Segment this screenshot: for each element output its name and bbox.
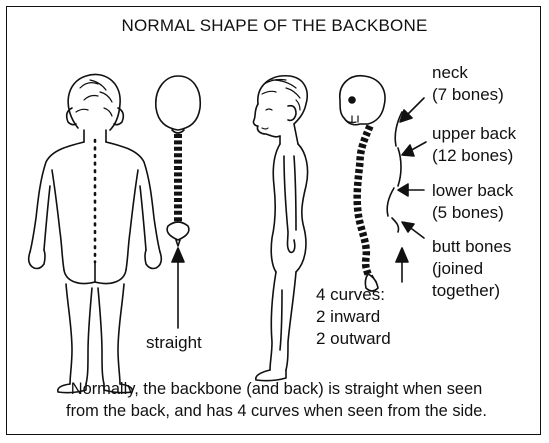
label-butt-bones-note-2: together)	[432, 280, 500, 301]
label-curves-1: 4 curves:	[316, 284, 385, 305]
label-neck: neck	[432, 62, 468, 83]
label-curves-3: 2 outward	[316, 328, 391, 349]
child-side-view	[253, 76, 307, 381]
label-butt-bones-note-1: (joined	[432, 258, 483, 279]
curve-outline	[387, 112, 402, 232]
label-neck-count: (7 bones)	[432, 84, 504, 105]
child-back-view	[29, 74, 162, 392]
label-straight: straight	[146, 332, 202, 353]
caption: Normally, the backbone (and back) is str…	[14, 378, 539, 422]
label-upper-back-count: (12 bones)	[432, 145, 513, 166]
label-upper-back: upper back	[432, 123, 516, 144]
pointer-arrows	[396, 98, 426, 282]
spine-back-view	[156, 76, 200, 246]
label-lower-back: lower back	[432, 180, 513, 201]
straight-arrow	[172, 248, 184, 328]
label-curves-2: 2 inward	[316, 306, 380, 327]
label-lower-back-count: (5 bones)	[432, 202, 504, 223]
caption-line-2: from the back, and has 4 curves when see…	[14, 400, 539, 422]
caption-line-1: Normally, the backbone (and back) is str…	[14, 378, 539, 400]
spine-side-view	[340, 76, 385, 291]
label-butt-bones: butt bones	[432, 236, 511, 257]
